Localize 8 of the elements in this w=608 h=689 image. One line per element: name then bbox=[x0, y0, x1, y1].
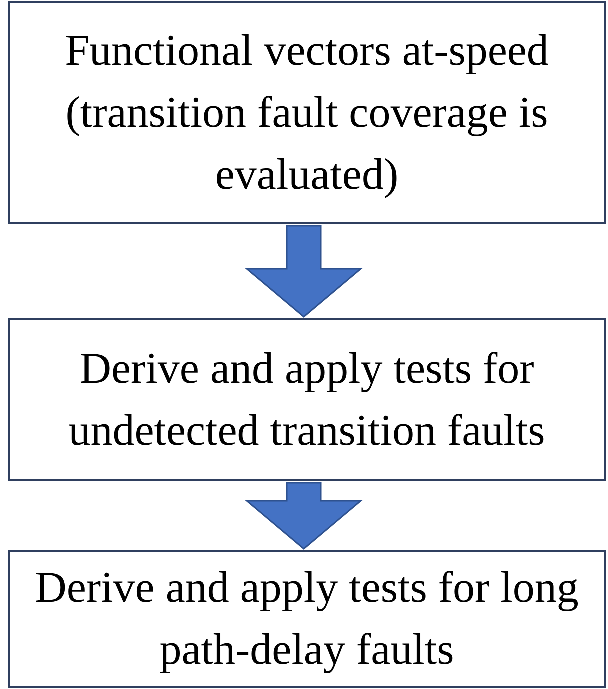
box-text: Functional vectors at-speed (transition fault coverage is evaluated) bbox=[64, 24, 550, 200]
block-arrow bbox=[244, 482, 364, 550]
box-text: Derive and apply tests for undetected transition faults bbox=[68, 342, 546, 456]
box-text: Derive and apply tests for long path-delay faults bbox=[34, 562, 580, 676]
process-box bbox=[8, 1, 606, 224]
process-box bbox=[8, 318, 606, 481]
process-box bbox=[8, 550, 606, 688]
block-arrow bbox=[244, 225, 364, 318]
